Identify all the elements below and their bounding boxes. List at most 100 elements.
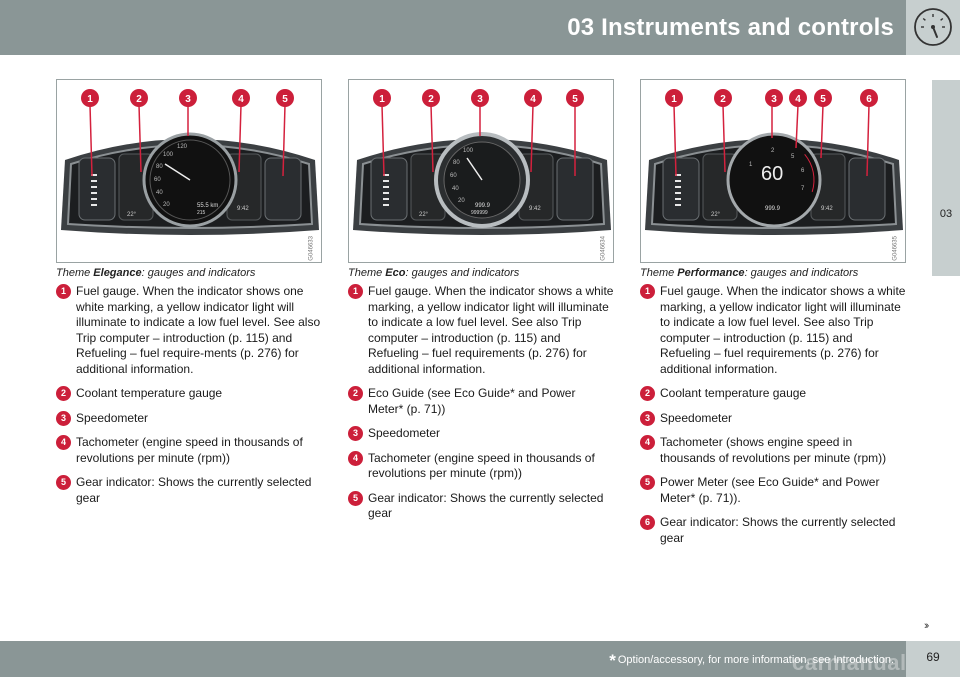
- callout-number: 2: [348, 386, 363, 401]
- marker-2-label: 2: [136, 94, 142, 105]
- callout-number: 6: [640, 515, 655, 530]
- clock-readout: 9:42: [529, 206, 541, 212]
- gauge-icon: [914, 8, 952, 46]
- speedo-tick: 60: [154, 177, 161, 183]
- speedo-tick: 100: [163, 152, 174, 158]
- marker-5-label: 5: [282, 94, 288, 105]
- marker-4: [232, 89, 250, 107]
- asterisk: *: [609, 651, 616, 670]
- trip-readout: 999.9: [475, 203, 491, 209]
- odometer-readout: 215: [197, 210, 206, 216]
- speedo-tick: 80: [156, 164, 163, 170]
- callout-number: 5: [640, 475, 655, 490]
- marker-1-label: 1: [87, 94, 93, 105]
- speedo-tick: 20: [163, 202, 170, 208]
- callout-number: 5: [56, 475, 71, 490]
- footer-note: *Option/accessory, for more information,…: [609, 651, 894, 670]
- callout-number: 3: [56, 410, 71, 426]
- callout-number: 1: [56, 284, 71, 299]
- trip-readout: 999.9: [765, 206, 781, 212]
- marker-3: [765, 89, 783, 107]
- marker-3-label: 3: [477, 94, 483, 105]
- callout-number: 4: [56, 435, 71, 450]
- marker-1: [81, 89, 99, 107]
- marker-6: [860, 89, 878, 107]
- tacho-tick: 5: [791, 154, 795, 160]
- marker-5-label: 5: [572, 94, 578, 105]
- marker-1: [373, 89, 391, 107]
- page-header-bar: [0, 0, 960, 55]
- marker-1-label: 1: [379, 94, 385, 105]
- marker-4-label: 4: [530, 94, 536, 105]
- marker-2-label: 2: [720, 94, 726, 105]
- next-page-arrows[interactable]: ››: [924, 620, 930, 632]
- marker-2: [422, 89, 440, 107]
- marker-3: [179, 89, 197, 107]
- figure-code: G046634: [601, 236, 607, 261]
- trip-readout: 55.5 km: [197, 203, 218, 209]
- chapter-tab-label: 03: [939, 208, 953, 220]
- figure-caption: Theme Performance: gauges and indicators: [640, 267, 859, 279]
- marker-5: [276, 89, 294, 107]
- page-number: 69: [926, 650, 940, 664]
- callout-number: 2: [640, 386, 655, 401]
- panel-performance: 60 5 6 7 2 1 999.9 22° 9:42 1 2 3 4 5 6: [640, 79, 906, 555]
- marker-1-label: 1: [671, 94, 677, 105]
- tacho-tick: 1: [749, 162, 753, 168]
- marker-5-label: 5: [820, 94, 826, 105]
- clock-readout: 9:42: [821, 206, 833, 212]
- cluster-figure-elegance: 120 100 80 60 40 20 55.5 km 215 22° 9:42…: [56, 79, 322, 263]
- marker-3: [471, 89, 489, 107]
- marker-4-label: 4: [238, 94, 244, 105]
- marker-4-label: 4: [795, 94, 801, 105]
- tacho-tick: 7: [801, 186, 805, 192]
- figure-code: G046633: [309, 236, 315, 261]
- page-footer-bar: [0, 641, 960, 677]
- chapter-tab: [932, 80, 960, 276]
- odometer-readout: 999999: [471, 210, 488, 216]
- figure-caption: Theme Eco: gauges and indicators: [348, 267, 520, 279]
- callout-number: 3: [640, 410, 655, 426]
- callout-number: 3: [348, 426, 363, 441]
- marker-3-label: 3: [771, 94, 777, 105]
- callout-number: 4: [640, 435, 655, 450]
- speedo-tick: 40: [156, 190, 163, 196]
- section-title: 03 Instruments and controls: [567, 14, 894, 41]
- marker-2: [130, 89, 148, 107]
- tacho-tick: 2: [771, 148, 775, 154]
- temp-readout: 22°: [711, 212, 721, 218]
- instrument-cluster-illustration: 120 100 80 60 40 20 55.5 km 215 22° 9:42…: [61, 89, 319, 235]
- instrument-cluster-illustration: 60 5 6 7 2 1 999.9 22° 9:42 1 2 3 4 5 6: [645, 89, 903, 235]
- digital-speed: 60: [761, 163, 783, 185]
- speedo-tick: 120: [177, 144, 188, 150]
- marker-4: [789, 89, 807, 107]
- speedo-tick: 20: [458, 198, 465, 204]
- page-number-box: [906, 641, 960, 677]
- panel-eco: 100 80 60 40 20 999.9 999999 22° 9:42 1 …: [348, 79, 614, 531]
- figure-code: G046635: [893, 236, 899, 261]
- temp-readout: 22°: [127, 212, 137, 218]
- callout-number: 1: [348, 284, 363, 299]
- marker-6-label: 6: [866, 94, 872, 105]
- callout-number: 2: [56, 386, 71, 401]
- marker-5: [814, 89, 832, 107]
- callout-number: 1: [640, 284, 655, 299]
- speedo-tick: 40: [452, 186, 459, 192]
